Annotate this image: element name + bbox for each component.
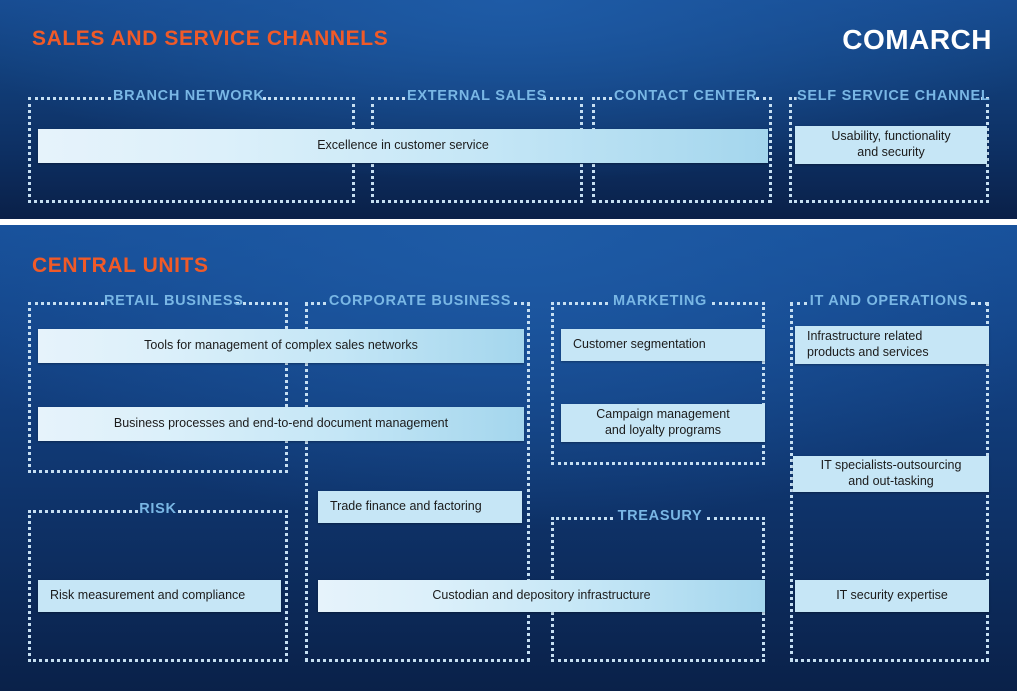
- box-risk-measurement-and-compliance: Risk measurement and compliance: [38, 580, 281, 612]
- panel-label-branch-network: BRANCH NETWORK: [113, 88, 265, 104]
- section-title-central-units: CENTRAL UNITS: [32, 254, 209, 277]
- box-text: Custodian and depository infrastructure: [432, 588, 651, 603]
- section-divider: [0, 219, 1017, 225]
- box-excellence-in-customer-service: Excellence in customer service: [38, 129, 768, 163]
- box-text: Customer segmentation: [573, 337, 706, 352]
- panel-self-service-channel: [789, 97, 989, 203]
- panel-retail-business-top-left: [28, 302, 104, 305]
- panel-label-it-and-operations: IT AND OPERATIONS: [809, 293, 969, 309]
- box-text: Tools for management of complex sales ne…: [144, 338, 418, 353]
- section-title-sales-and-service-channels: SALES AND SERVICE CHANNELS: [32, 27, 389, 50]
- panel-it-and-operations-top-right: [971, 302, 989, 305]
- panel-branch-network-top-left: [28, 97, 111, 100]
- panel-corporate-business-top-left: [305, 302, 326, 305]
- box-it-security-expertise: IT security expertise: [795, 580, 989, 612]
- panel-label-external-sales: EXTERNAL SALES: [407, 88, 548, 104]
- panel-retail-business-top-right: [236, 302, 288, 305]
- comarch-logo: COMARCH: [842, 24, 992, 55]
- box-tools-for-management-of-complex-sales-networks: Tools for management of complex sales ne…: [38, 329, 524, 363]
- panel-risk-top-left: [28, 510, 138, 513]
- box-text: Business processes and end-to-end docume…: [113, 416, 449, 431]
- panel-label-retail-business: RETAIL BUSINESS: [104, 293, 244, 309]
- panel-self-service-channel-top-right: [981, 97, 989, 100]
- panel-marketing-top-left: [551, 302, 608, 305]
- box-business-processes-and-end-to-end-document-management: Business processes and end-to-end docume…: [38, 407, 524, 441]
- box-text: Trade finance and factoring: [330, 499, 482, 514]
- panel-it-and-operations-top-left: [790, 302, 807, 305]
- panel-corporate-business-top-right: [514, 302, 530, 305]
- panel-label-contact-center: CONTACT CENTER: [614, 88, 758, 104]
- box-text: IT security expertise: [836, 588, 948, 603]
- box-trade-finance-and-factoring: Trade finance and factoring: [318, 491, 522, 523]
- panel-risk: [28, 510, 288, 662]
- box-customer-segmentation: Customer segmentation: [561, 329, 765, 361]
- panel-external-sales-top-left: [371, 97, 405, 100]
- box-text: Risk measurement and compliance: [50, 588, 246, 603]
- panel-self-service-channel-top-left: [789, 97, 797, 100]
- panel-treasury-top-right: [707, 517, 765, 520]
- panel-treasury-top-left: [551, 517, 613, 520]
- panel-label-risk: RISK: [139, 501, 177, 517]
- panel-label-self-service-channel: SELF SERVICE CHANNEL: [797, 88, 991, 104]
- panel-label-marketing: MARKETING: [612, 293, 708, 309]
- panel-corporate-business: [305, 302, 530, 662]
- panel-external-sales-top-right: [543, 97, 583, 100]
- panel-marketing: [551, 302, 765, 465]
- panel-branch-network-top-right: [263, 97, 355, 100]
- panel-retail-business: [28, 302, 288, 473]
- panel-marketing-top-right: [712, 302, 765, 305]
- section-sales-and-service-channels: [0, 0, 1017, 219]
- panel-contact-center-top-right: [756, 97, 772, 100]
- panel-label-treasury: TREASURY: [617, 508, 703, 524]
- panel-contact-center-top-left: [592, 97, 612, 100]
- box-text: Excellence in customer service: [317, 138, 489, 153]
- panel-risk-top-right: [178, 510, 288, 513]
- box-custodian-and-depository-infrastructure: Custodian and depository infrastructure: [318, 580, 765, 612]
- panel-label-corporate-business: CORPORATE BUSINESS: [328, 293, 512, 309]
